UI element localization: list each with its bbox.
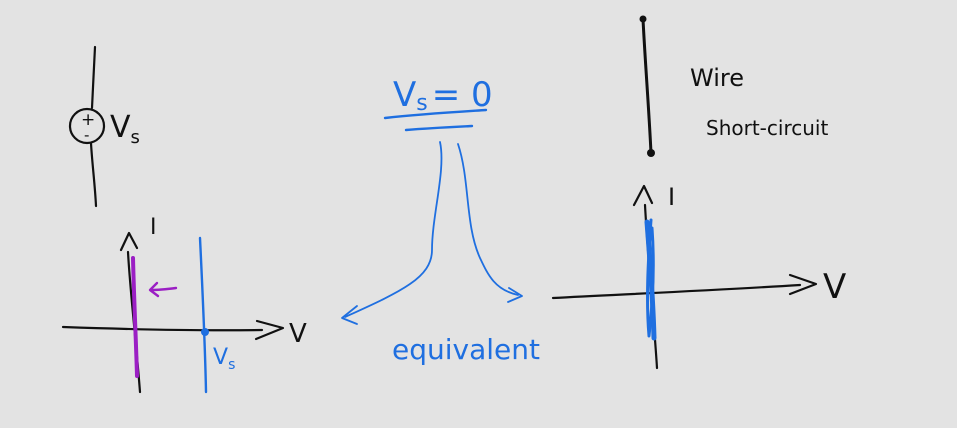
blue-source-line [198, 236, 208, 394]
wire-subtitle: Short-circuit [706, 116, 828, 140]
source-circle [68, 107, 106, 145]
center-vs-sub: s [416, 91, 427, 116]
vs-intercept-dot [201, 328, 209, 336]
left-graph-x-axis [61, 325, 264, 332]
right-graph-y-arrowhead [632, 184, 654, 207]
blue-vertical-trace-2 [646, 218, 655, 338]
source-bottom-lead [89, 141, 98, 208]
double-underline-top [383, 108, 488, 120]
source-minus-sign: - [84, 126, 89, 144]
vs-tick-label: Vs [213, 345, 235, 373]
left-curved-arrow [344, 141, 443, 318]
vs-tick-sub: s [228, 357, 235, 373]
blue-vertical-trace [644, 219, 657, 341]
wire-title: Wire [690, 64, 744, 92]
right-graph-y-label: I [668, 183, 675, 211]
wire-bottom-terminal [647, 149, 655, 157]
double-underline-bottom [404, 124, 474, 132]
vs-tick-main: V [213, 345, 228, 370]
center-vs-main: V [393, 75, 416, 115]
left-graph-x-label: V [289, 319, 307, 349]
right-graph-x-axis [551, 283, 802, 300]
source-label-sub: s [131, 127, 140, 148]
left-graph-y-label: I [150, 215, 157, 240]
vs-equals-zero: Vs= 0 [393, 75, 493, 116]
wire-line [641, 17, 653, 155]
right-curved-arrowhead [507, 287, 523, 303]
center-equals-zero: = 0 [432, 75, 493, 115]
voltage-source-symbol: + - Vs [68, 45, 140, 208]
left-iv-graph: I V Vs [61, 215, 307, 394]
source-label: Vs [110, 110, 140, 148]
right-graph-x-arrowhead [788, 273, 818, 296]
right-iv-graph: I V [551, 183, 846, 370]
purple-short-circuit-line [131, 256, 139, 378]
source-top-lead [90, 45, 97, 110]
left-graph-x-arrowhead [254, 319, 285, 341]
source-plus-sign: + [81, 110, 95, 130]
equivalent-label: equivalent [392, 333, 540, 366]
purple-shift-arrow [148, 281, 178, 298]
left-graph-y-arrowhead [119, 231, 139, 252]
right-curved-arrow [457, 143, 519, 296]
center-note: Vs= 0 equivalent [341, 75, 540, 366]
left-curved-arrowhead [341, 305, 358, 325]
source-label-main: V [110, 110, 131, 145]
wire-drawing: Wire Short-circuit [639, 15, 828, 157]
right-graph-x-label: V [823, 267, 846, 307]
